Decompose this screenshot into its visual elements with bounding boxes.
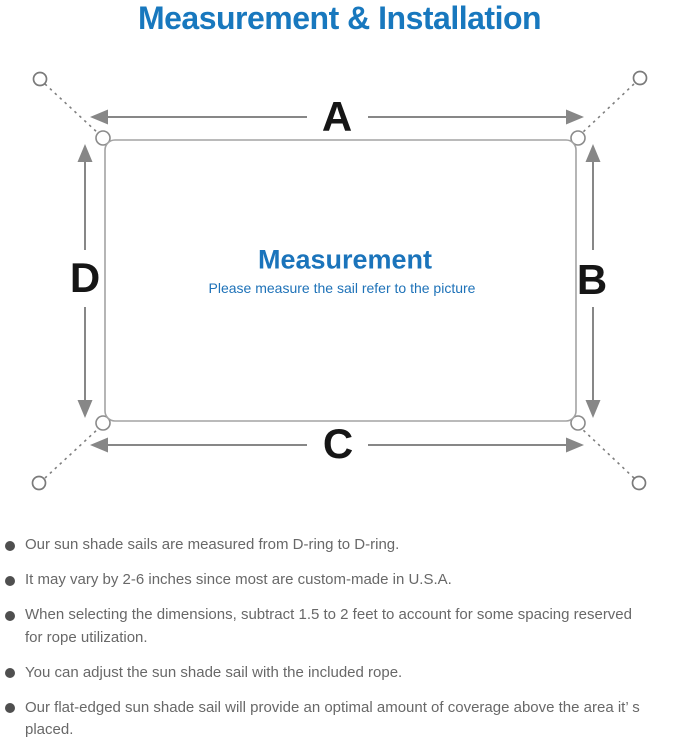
list-item: Our flat-edged sun shade sail will provi… <box>5 697 679 739</box>
rope-line-top-right <box>580 83 635 135</box>
arrowhead-right-icon <box>566 109 584 125</box>
bullet-dot-icon <box>5 575 15 586</box>
anchor-circle-icon <box>631 475 647 491</box>
anchor-points <box>31 70 648 491</box>
list-item: When selecting the dimensions, subtract … <box>5 604 679 649</box>
arrowhead-down-icon <box>585 400 601 418</box>
dimension-label-c: C <box>322 420 354 467</box>
diagram-subheading: Please measure the sail refer to the pic… <box>208 280 476 296</box>
bullet-dot-icon <box>5 703 15 713</box>
d-ring-icon <box>95 130 111 146</box>
rope-line-bottom-right <box>580 427 635 479</box>
arrowhead-up-icon <box>585 144 601 162</box>
d-ring-icon <box>570 415 586 431</box>
notes-list: Our sun shade sails are measured from D-… <box>5 534 679 739</box>
dimension-label-b: B <box>576 256 608 303</box>
corner-d-rings <box>95 130 586 431</box>
list-item: It may vary by 2-6 inches since most are… <box>5 569 679 592</box>
rope-line-top-left <box>44 83 100 135</box>
list-item: Our sun shade sails are measured from D-… <box>5 534 679 557</box>
anchor-circle-icon <box>32 71 48 87</box>
bullet-dot-icon <box>5 668 15 678</box>
note-text: When selecting the dimensions, subtract … <box>25 606 632 646</box>
dimension-arrowheads <box>77 109 601 453</box>
note-text: Our flat-edged sun shade sail will provi… <box>25 698 640 739</box>
bullet-dot-icon <box>5 610 15 621</box>
note-text: Our sun shade sails are measured from D-… <box>25 536 400 553</box>
list-item: You can adjust the sun shade sail with t… <box>5 662 679 685</box>
anchor-circle-icon <box>632 70 648 86</box>
rope-line-bottom-left <box>44 427 100 479</box>
bullet-dot-icon <box>5 540 15 551</box>
arrowhead-up-icon <box>77 144 93 162</box>
page-title: Measurement & Installation <box>137 0 542 36</box>
sail-rectangle <box>104 139 577 422</box>
arrowhead-right-icon <box>566 437 584 453</box>
arrowhead-left-icon <box>90 437 108 453</box>
dimension-label-a: A <box>321 93 353 140</box>
dashed-rope-lines <box>44 83 635 479</box>
arrowhead-left-icon <box>90 109 108 125</box>
diagram-heading: Measurement <box>257 244 433 275</box>
diagram-graphics <box>31 70 648 491</box>
arrowhead-down-icon <box>77 400 93 418</box>
anchor-circle-icon <box>31 475 47 491</box>
note-text: You can adjust the sun shade sail with t… <box>25 663 403 681</box>
d-ring-icon <box>95 415 111 431</box>
dimension-arrow-lines <box>84 116 594 446</box>
note-text: It may vary by 2-6 inches since most are… <box>25 571 452 588</box>
dimension-label-d: D <box>69 254 101 301</box>
d-ring-icon <box>570 130 586 146</box>
